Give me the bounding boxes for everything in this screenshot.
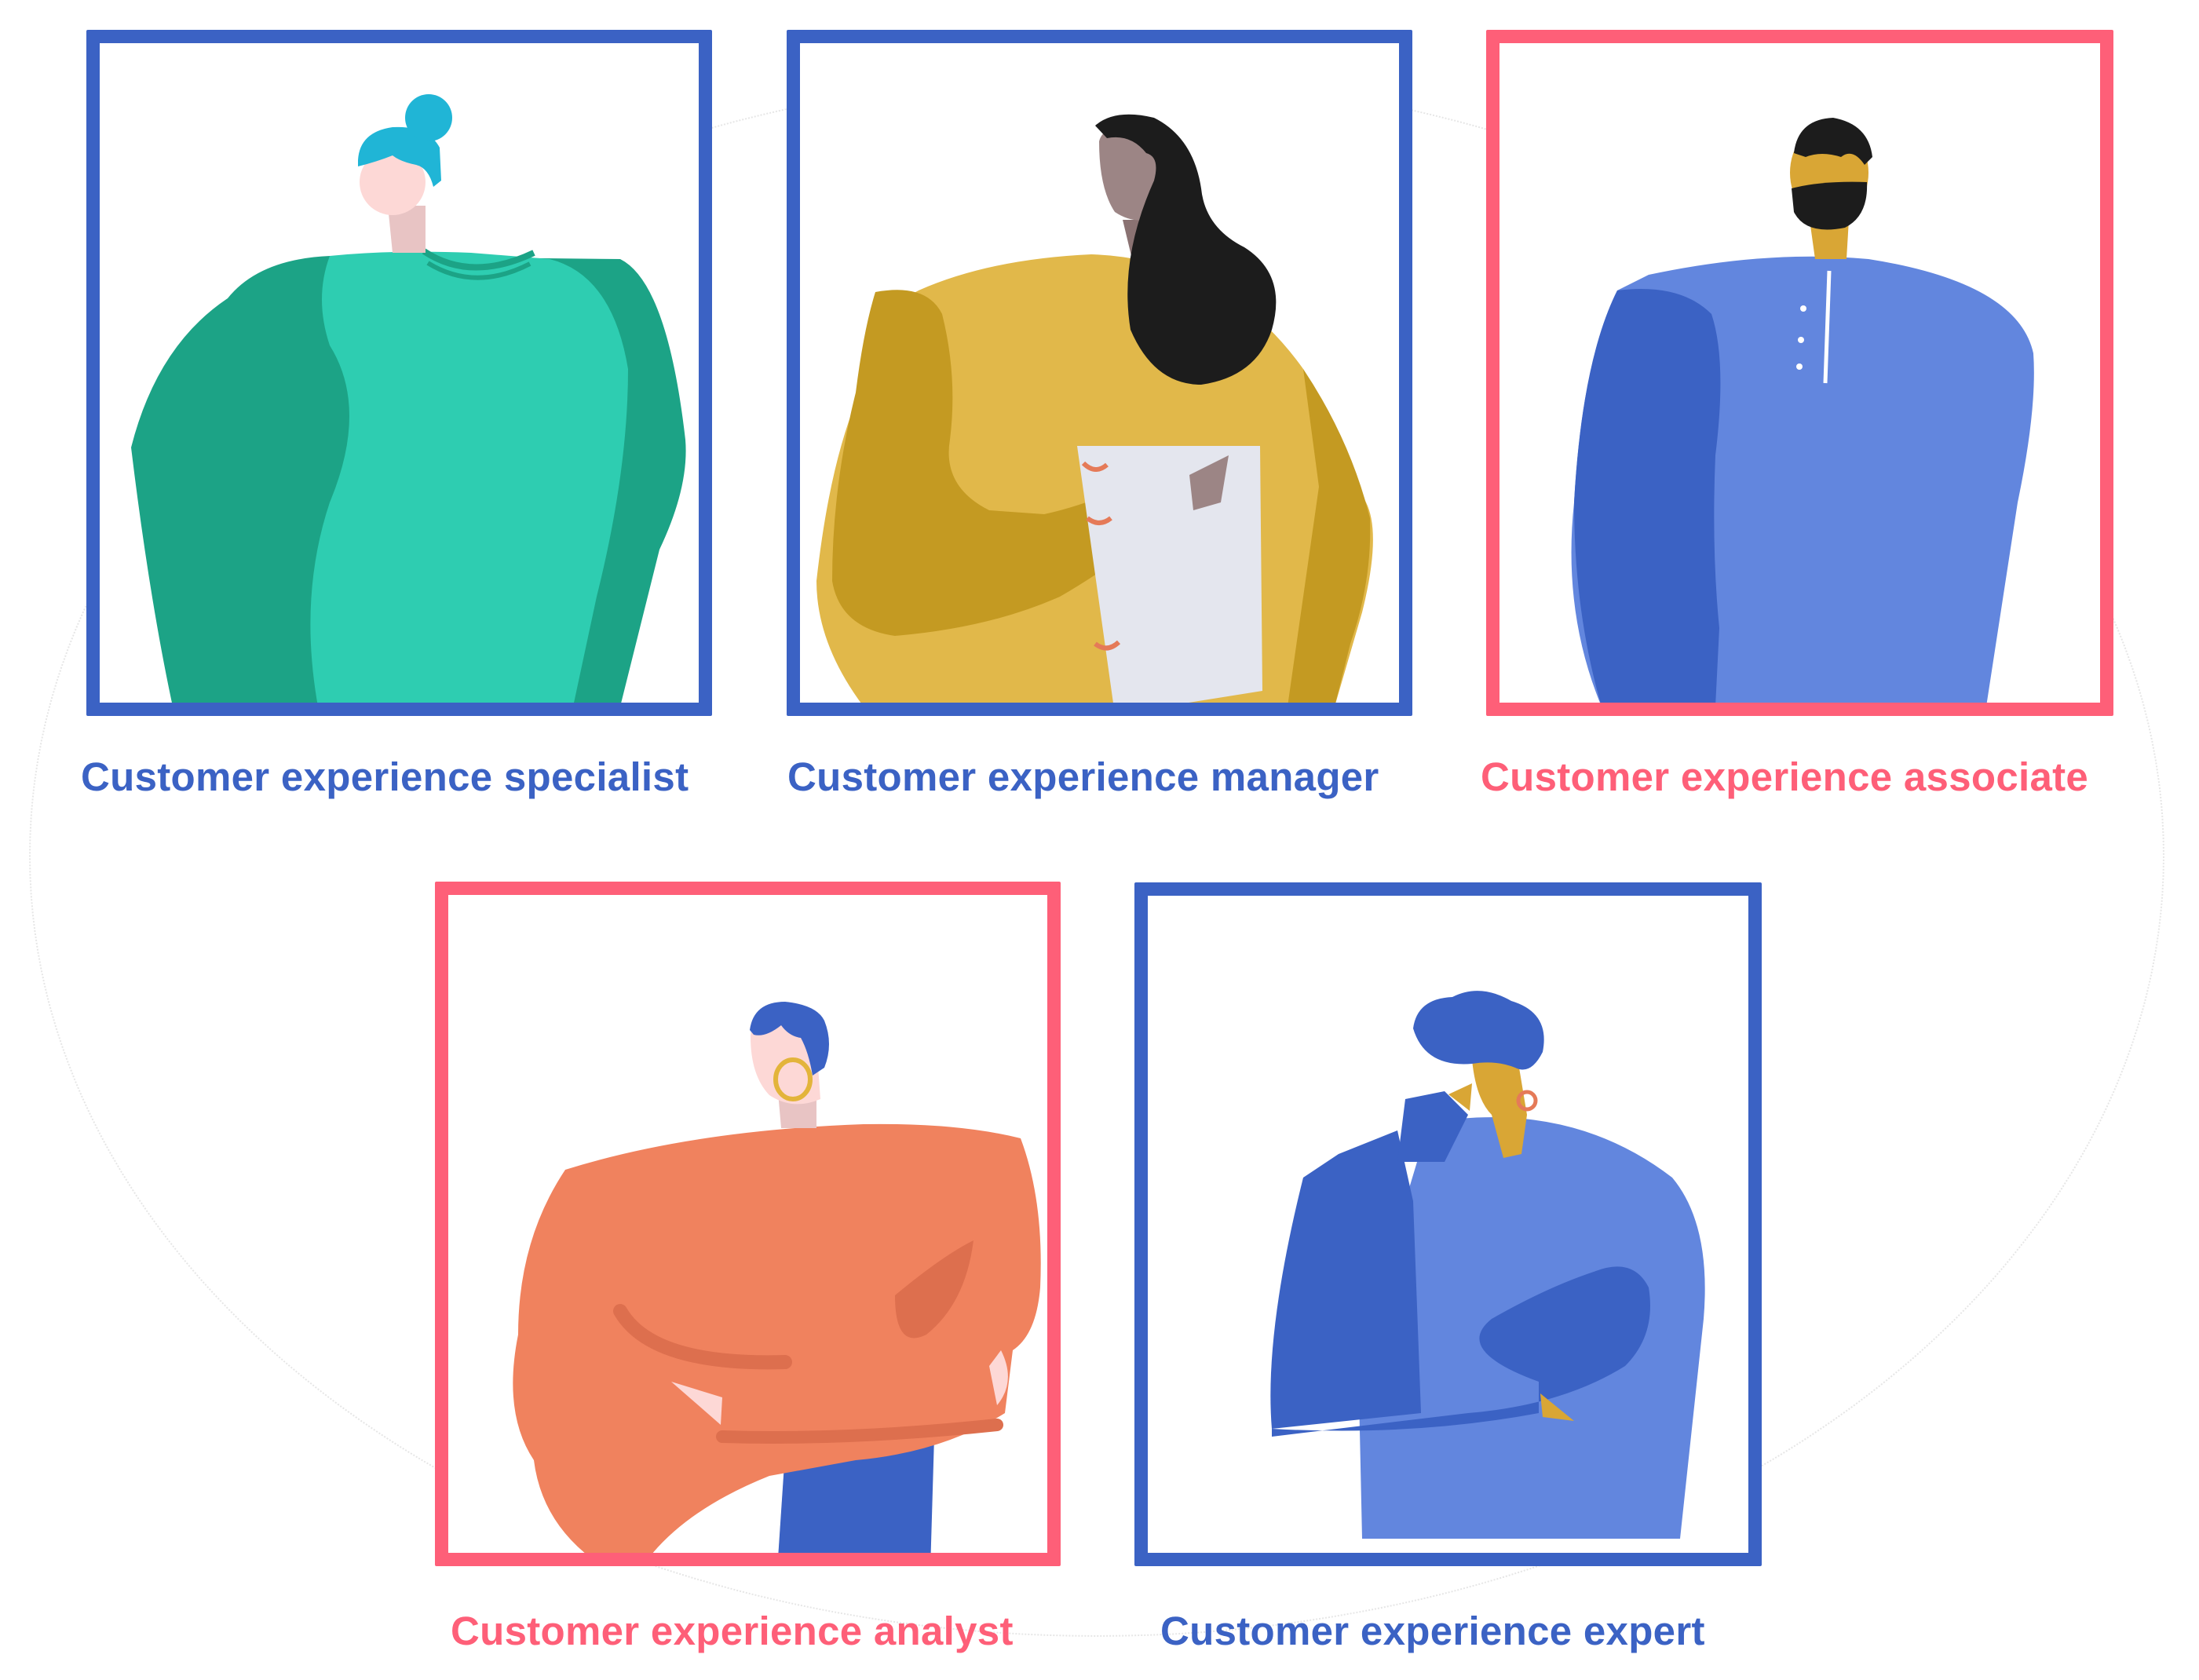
portrait-frame — [1134, 882, 1762, 1566]
portrait-frame — [787, 30, 1412, 716]
specialist-figure-illustration — [131, 94, 686, 703]
portrait-frame — [1486, 30, 2113, 716]
associate-figure-illustration — [1571, 118, 2034, 703]
portrait-frame — [86, 30, 712, 716]
role-label: Customer experience specialist — [81, 754, 689, 799]
role-label: Customer experience expert — [1160, 1609, 1705, 1653]
portrait-frame — [435, 882, 1061, 1566]
manager-figure-illustration — [816, 114, 1373, 703]
role-label: Customer experience associate — [1481, 754, 2089, 799]
role-label: Customer experience manager — [787, 754, 1379, 799]
role-label: Customer experience analyst — [451, 1609, 1014, 1653]
analyst-figure-illustration — [513, 1002, 1041, 1553]
expert-figure-illustration — [1270, 991, 1705, 1539]
